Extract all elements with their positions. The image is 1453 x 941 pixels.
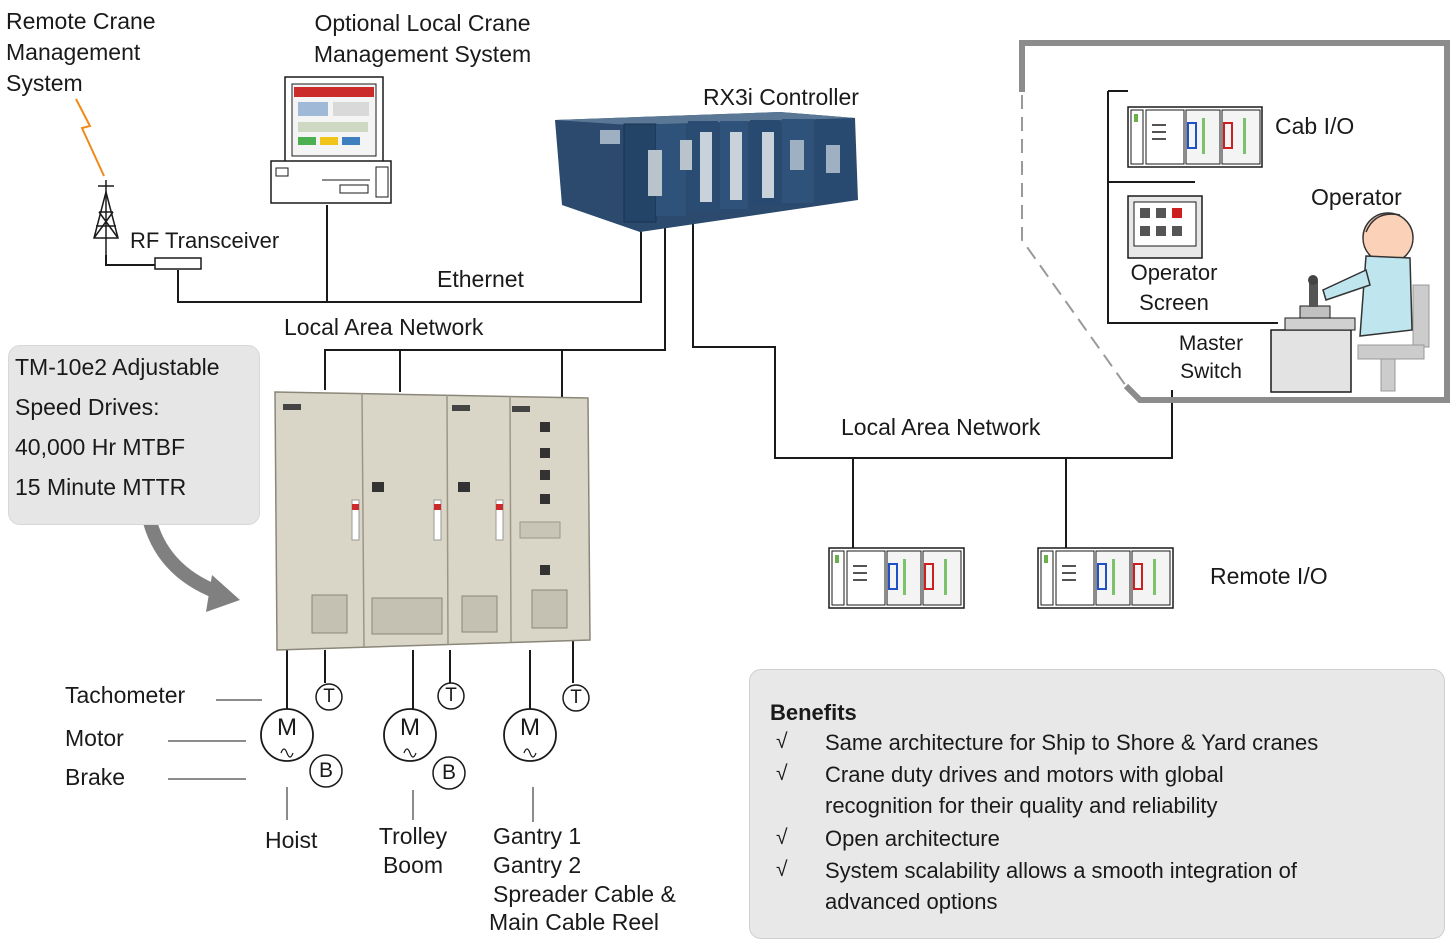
- callout-line: 15 Minute MTTR: [15, 474, 187, 500]
- network-wiring: [105, 90, 1278, 822]
- trolley-brake-icon: [432, 756, 466, 790]
- trolley-tachometer-icon: [437, 682, 465, 710]
- hoist-motor-icon: [260, 708, 314, 762]
- hoist-brake-symbol: B: [318, 759, 333, 782]
- rf-transceiver-label: RF Transceiver: [130, 228, 280, 253]
- trolley-motor-icon: [383, 708, 437, 762]
- callout-arrowhead: [206, 575, 240, 612]
- benefit-item: Open architecture: [825, 826, 1000, 851]
- benefits-box: Benefits √ Same architecture for Ship to…: [749, 669, 1445, 939]
- remote-io-rack-2-icon: [1037, 547, 1174, 609]
- cab-io-label: Cab I/O: [1275, 113, 1355, 139]
- callout-line: Speed Drives:: [15, 394, 160, 420]
- hoist-tach-symbol: T: [323, 686, 335, 707]
- hoist-brake-icon: [309, 754, 343, 788]
- cab-io-rack-icon: [1127, 106, 1263, 168]
- benefit-item: Same architecture for Ship to Shore & Ya…: [825, 730, 1319, 755]
- remote-io-rack-1-icon: [828, 547, 965, 609]
- gantry-tach-symbol: T: [570, 687, 582, 708]
- drive-cabinet-image: [274, 391, 591, 651]
- hoist-motor-symbol: M: [277, 714, 297, 741]
- operator-label: Operator: [1311, 184, 1402, 210]
- benefits-heading: Benefits: [770, 700, 857, 725]
- hoist-tachometer-icon: [315, 683, 343, 711]
- callout-line: TM-10e2 Adjustable: [15, 354, 220, 380]
- trolley-motor-symbol: M: [400, 714, 420, 741]
- operator-screen-icon: [1127, 195, 1203, 259]
- radio-lightning-icon: [75, 98, 105, 177]
- check-icon: √: [776, 730, 788, 753]
- operator-figure-icon: [1270, 212, 1430, 393]
- antenna-tower-icon: [93, 180, 119, 255]
- cab-wall-dashed: [1021, 95, 1127, 387]
- lan-right-label: Local Area Network: [841, 414, 1041, 440]
- lan-left-label: Local Area Network: [284, 314, 484, 340]
- check-icon: √: [776, 826, 788, 849]
- trolley-tach-symbol: T: [445, 685, 457, 706]
- benefit-item: System scalability allows a smooth integ…: [825, 858, 1297, 883]
- cab-wall: [1019, 40, 1450, 403]
- gantry-motor-symbol: M: [520, 714, 540, 741]
- rx3i-controller-image: [555, 112, 858, 232]
- benefit-item: Crane duty drives and motors with global: [825, 762, 1224, 787]
- motor-label: Motor: [65, 725, 124, 751]
- ethernet-label: Ethernet: [437, 266, 524, 292]
- trolley-brake-symbol: B: [441, 761, 456, 784]
- check-icon: √: [776, 762, 788, 785]
- benefit-item-cont: advanced options: [825, 889, 998, 914]
- workstation-icon: [270, 76, 392, 204]
- tachometer-label: Tachometer: [65, 682, 186, 708]
- rf-transceiver-box: [154, 257, 202, 270]
- gantry-tachometer-icon: [562, 684, 590, 712]
- hoist-label: Hoist: [265, 827, 318, 853]
- drives-callout: TM-10e2 Adjustable Speed Drives: 40,000 …: [8, 345, 260, 525]
- brake-label: Brake: [65, 764, 126, 790]
- gantry-motor-icon: [503, 708, 557, 762]
- check-icon: √: [776, 858, 788, 881]
- controller-label: RX3i Controller: [703, 84, 859, 110]
- callout-line: 40,000 Hr MTBF: [15, 434, 185, 460]
- gantry-label: Gantry 1 Gantry 2 Spreader Cable & Main …: [489, 823, 676, 936]
- benefit-item-cont: recognition for their quality and reliab…: [825, 793, 1218, 818]
- remote-io-label: Remote I/O: [1210, 563, 1328, 589]
